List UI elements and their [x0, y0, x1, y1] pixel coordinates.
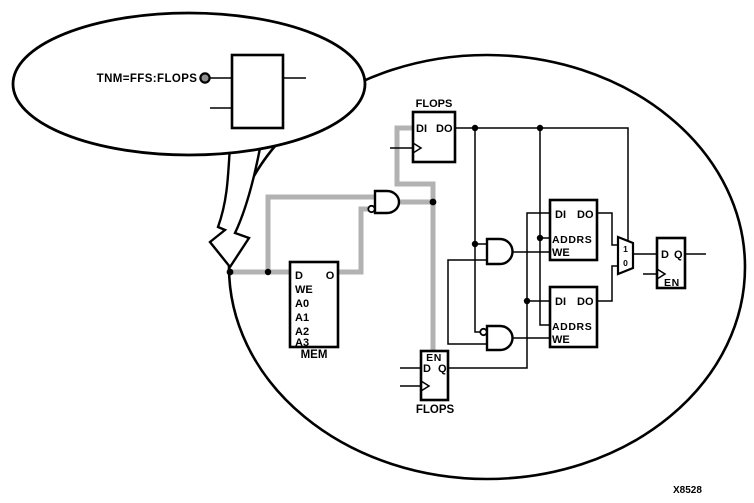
ff-right-q-label: Q — [674, 249, 683, 261]
flops-bottom-en-label: EN — [426, 352, 442, 364]
ram-top-block: DI DO ADDRS WE — [548, 198, 599, 262]
flops-top-block: FLOPS DI DO — [411, 98, 457, 164]
junction-dot — [429, 198, 437, 206]
flops-top-do-label: DO — [436, 123, 453, 135]
flops-bottom-title: FLOPS — [416, 404, 455, 416]
and-gate-top-right — [485, 237, 514, 266]
clock-triangle-icon — [412, 142, 423, 154]
net-start-dot — [226, 268, 234, 276]
ram-top-di-label: DI — [555, 209, 566, 221]
flopsq-to-di-top — [448, 212, 550, 369]
do-bottom-to-mux0 — [597, 265, 618, 302]
mem-a3-label: A3 — [295, 337, 309, 349]
mem-we-label: WE — [295, 284, 313, 296]
ram-top-addrs-label: ADDRS — [552, 234, 592, 246]
highlighted-net-wires — [230, 125, 436, 351]
junction-dot — [264, 268, 272, 276]
flops-bottom-block: EN D Q FLOPS — [416, 349, 455, 416]
mem-a0-label: A0 — [295, 298, 309, 310]
ram-bottom-block: DI DO ADDRS WE — [548, 285, 599, 349]
mem-title: MEM — [301, 349, 328, 361]
ram-bottom-addrs-label: ADDRS — [552, 321, 592, 333]
and-gate-left — [367, 189, 401, 215]
and-gate-bottom-right — [479, 324, 514, 352]
clock-triangle-icon — [420, 380, 431, 392]
ram-bottom-di-label: DI — [555, 296, 566, 308]
riser-to-addrs-bottom — [539, 238, 550, 326]
callout-arrow — [208, 141, 263, 270]
mux-select1-label: 1 — [623, 244, 628, 254]
junction-dot — [471, 124, 479, 132]
mem-a1-label: A1 — [295, 312, 309, 324]
ram-top-we-label: WE — [552, 247, 570, 259]
net-marker-dot — [199, 72, 211, 84]
junction-up-to-flops-di — [394, 125, 436, 202]
inverter-bubble-icon — [367, 204, 376, 214]
flops-bottom-q-label: Q — [438, 363, 447, 375]
mem-block: D O WE A0 A1 A2 A3 MEM — [288, 260, 340, 361]
callout-label: TNM=FFS:FLOPS — [97, 73, 198, 85]
flops-top-title: FLOPS — [416, 98, 453, 110]
callout-ff-symbol — [230, 53, 285, 130]
junction-dot — [536, 124, 544, 132]
flops-bottom-d-label: D — [423, 363, 431, 375]
mem-o-label: O — [326, 270, 335, 282]
ram-bottom-we-label: WE — [552, 334, 570, 346]
junction-dots — [226, 124, 544, 305]
mem-d-label: D — [295, 270, 303, 282]
mux: 1 0 — [616, 235, 635, 276]
junction-dot — [523, 297, 531, 305]
riser-to-and3-bubble — [474, 244, 480, 333]
inverter-bubble-icon — [479, 327, 488, 337]
do-top-to-mux1 — [597, 212, 618, 246]
figure-number: X8528 — [673, 485, 702, 496]
ff-right-en-label: EN — [664, 277, 680, 289]
callout-contents: TNM=FFS:FLOPS — [97, 53, 306, 130]
and-lower-inputs-link — [447, 259, 487, 345]
flops-top-di-label: DI — [416, 123, 427, 135]
clock-triangle-icon — [656, 268, 667, 280]
mem-a2-label: A2 — [295, 326, 309, 338]
ff-right-d-label: D — [661, 249, 669, 261]
flops-do-main-wire — [455, 127, 629, 240]
ram-top-do-label: DO — [577, 209, 594, 221]
junction-dot — [471, 240, 479, 248]
mem-o-to-and-lower — [338, 206, 368, 275]
ff-right-block: D Q EN — [655, 236, 687, 290]
mux-select0-label: 0 — [623, 258, 628, 268]
junction-dot — [536, 234, 544, 242]
ram-bottom-do-label: DO — [577, 296, 594, 308]
net-branch-to-and-upper — [265, 194, 375, 272]
